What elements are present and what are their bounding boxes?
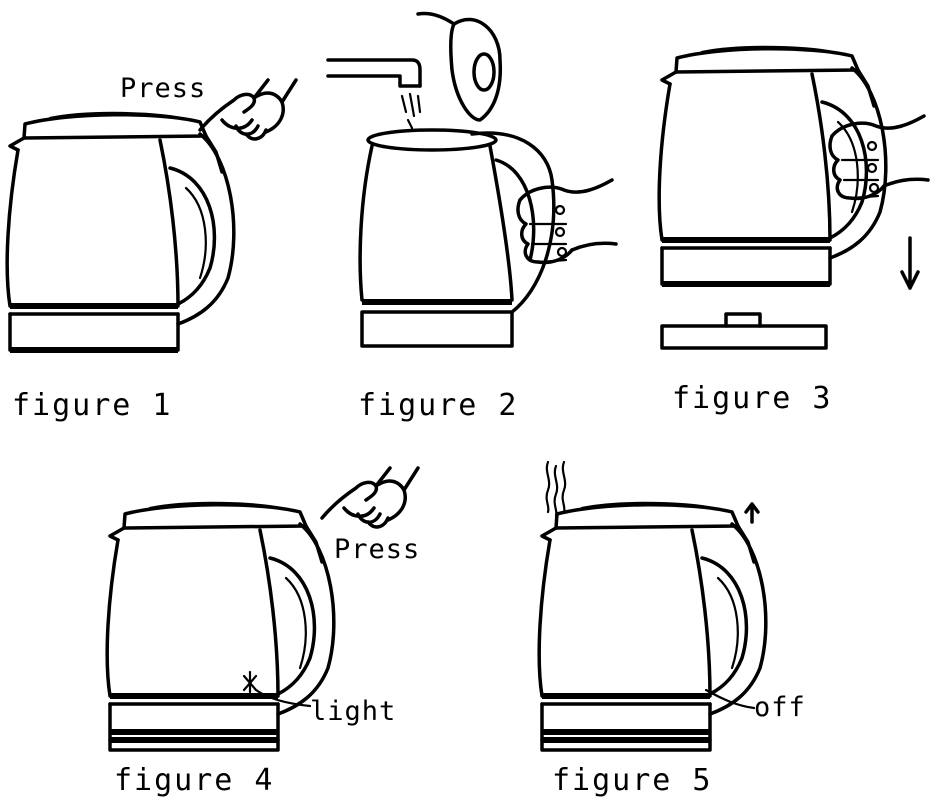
lifting-hand	[830, 116, 928, 199]
down-arrow-icon	[902, 238, 918, 288]
steam-icon	[547, 462, 566, 516]
figure-1: Press figure 1	[7, 73, 296, 423]
up-arrow-icon	[746, 504, 758, 522]
figure-2: figure 2	[328, 13, 616, 423]
figure-4-note: Press	[334, 534, 420, 565]
kettle-lifted	[659, 47, 886, 284]
water-tap	[328, 60, 420, 128]
off-indicator-label: off	[754, 692, 806, 723]
figure-4-caption: figure 4	[114, 763, 275, 798]
kettle-on-base	[539, 503, 766, 740]
power-base	[662, 314, 826, 348]
figure-4: light Press figure 4	[107, 468, 420, 798]
kettle-body	[7, 113, 234, 350]
figure-5: off figure 5	[539, 462, 806, 798]
kettle-base-plate	[542, 732, 710, 750]
kettle-open-lid	[360, 13, 554, 346]
figure-1-caption: figure 1	[12, 388, 173, 423]
figure-3-caption: figure 3	[672, 381, 833, 416]
light-spark-icon	[244, 672, 256, 692]
kettle-base-plate	[110, 732, 278, 750]
figure-3: figure 3	[659, 47, 928, 416]
figure-2-caption: figure 2	[358, 388, 519, 423]
light-indicator-label: light	[310, 696, 396, 727]
pressing-hand	[200, 80, 296, 139]
figure-1-note: Press	[120, 73, 206, 104]
figure-5-caption: figure 5	[552, 763, 713, 798]
pressing-hand	[322, 468, 418, 527]
